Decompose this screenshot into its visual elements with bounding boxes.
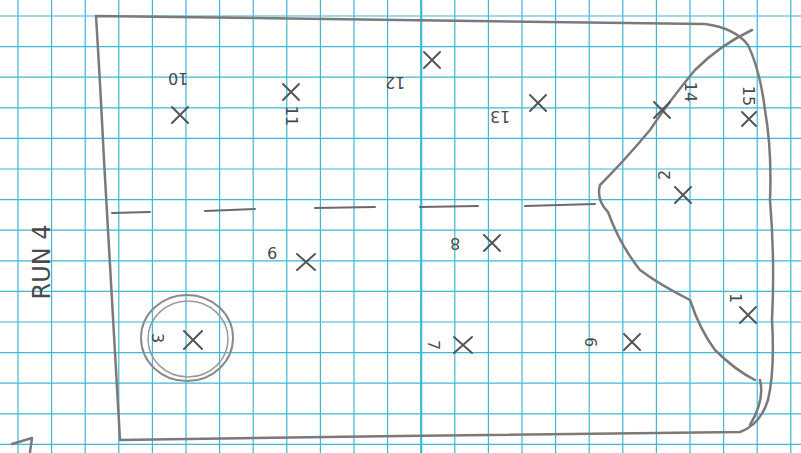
- callout-number: 1: [727, 293, 743, 303]
- grid-line: [0, 383, 801, 384]
- callout-number: 3: [149, 333, 165, 343]
- grid-line: [85, 0, 86, 453]
- callout-number: 7: [425, 340, 441, 350]
- grid-line: [118, 0, 119, 453]
- callout-number: 14: [682, 82, 698, 102]
- grid-line: [0, 230, 801, 231]
- grid-line: [723, 0, 724, 453]
- callout-number: 9: [267, 244, 277, 260]
- grid-line: [0, 46, 801, 47]
- grid-line: [0, 291, 801, 292]
- callout-number: 11: [283, 106, 299, 126]
- grid-line: [353, 0, 354, 453]
- grid-line: [790, 0, 791, 453]
- dashed-divider: [112, 204, 595, 213]
- grid-line: [253, 0, 254, 453]
- grid-line: [420, 0, 422, 453]
- grid-line: [622, 0, 623, 453]
- callout-number: 10: [168, 70, 188, 86]
- grid-line: [521, 0, 522, 453]
- grid-line: [0, 444, 801, 445]
- grid-line: [0, 168, 801, 169]
- grid-line: [689, 0, 690, 453]
- grid-line: [286, 0, 287, 453]
- callout-number: 2: [657, 170, 673, 180]
- callout-number: 6: [582, 337, 598, 347]
- grid-line: [454, 0, 455, 453]
- grid-line: [656, 0, 657, 453]
- grid-line: [185, 0, 186, 453]
- run-label: RUN 4: [30, 224, 54, 299]
- circled-mark: 3: [138, 292, 236, 384]
- grid-line: [589, 0, 590, 453]
- callout-number: 8: [450, 235, 460, 251]
- callout-number: 13: [490, 108, 510, 124]
- grid-line: [0, 107, 801, 108]
- grid-line: [0, 413, 801, 414]
- circle-ring: [148, 301, 228, 377]
- grid-line: [555, 0, 556, 453]
- grid-line: [152, 0, 153, 453]
- grid-line: [387, 0, 388, 453]
- grid-line: [0, 321, 801, 322]
- grid-line: [219, 0, 220, 453]
- x-marks: [172, 52, 756, 353]
- grid-line: [0, 138, 801, 139]
- callout-number: 15: [740, 86, 756, 106]
- grid-line: [0, 199, 801, 200]
- plan-outline: [12, 16, 773, 452]
- callout-number: 12: [385, 74, 405, 90]
- grid-line: [17, 0, 18, 453]
- x-mark: [184, 331, 202, 349]
- grid-line: [320, 0, 321, 453]
- grid-line: [488, 0, 489, 453]
- grid-line: [0, 352, 801, 353]
- grid-line: [0, 260, 801, 261]
- circle-ring: [141, 295, 233, 381]
